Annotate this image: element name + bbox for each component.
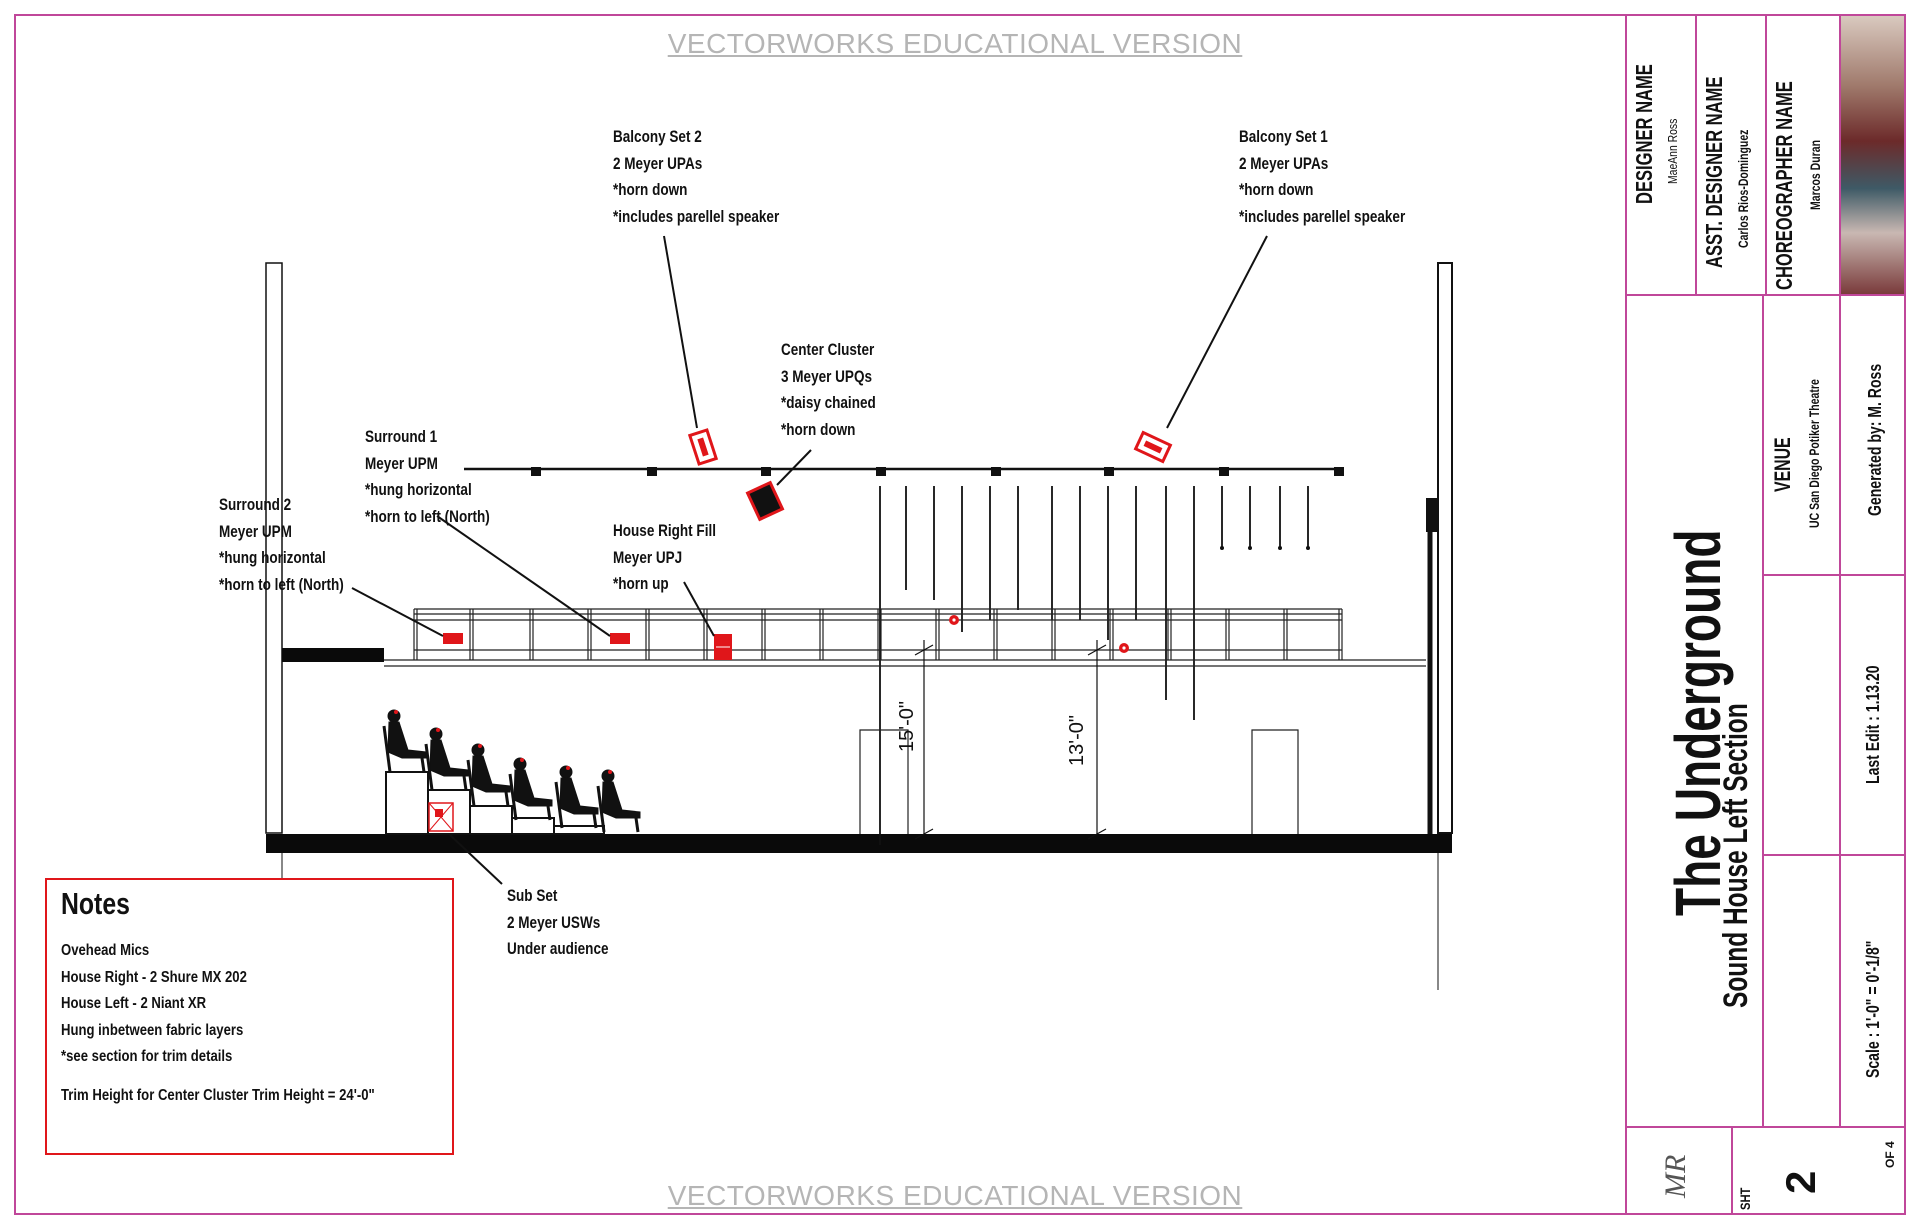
callout-line: *hung horizontal (219, 549, 326, 567)
callout-line: Meyer UPJ (613, 548, 683, 567)
notes-trim-height: Trim Height for Center Cluster Trim Heig… (61, 1087, 375, 1104)
notes-lines: Ovehead Mics House Right - 2 Shure MX 20… (61, 938, 247, 1071)
audience-figures (382, 709, 641, 833)
notes-line: *see section for trim details (61, 1048, 233, 1065)
right-wall-block (1426, 498, 1438, 532)
designer-monogram: MR (1659, 1154, 1692, 1198)
sheet-number-cell: SHT 2 OF 4 (1731, 1126, 1906, 1215)
speaker-balcony-set-2 (687, 428, 719, 466)
floor-slab (266, 834, 1452, 853)
generated-by: Generated by: M. Ross (1865, 363, 1885, 516)
sheet-total: OF 4 (1883, 1141, 1897, 1168)
callout-balcony-set-2: Balcony Set 2 2 Meyer UPAs *horn down *i… (613, 124, 779, 230)
asst-designer-label: ASST. DESIGNER NAME (1701, 76, 1727, 268)
scale-cell: Scale : 1'-0" = 0'-1/8" (1839, 854, 1906, 1128)
callout-line: Surround 2 (219, 496, 292, 514)
callout-balcony-set-1: Balcony Set 1 2 Meyer UPAs *horn down *i… (1239, 124, 1405, 230)
sub-speaker (428, 802, 454, 832)
callout-line: Balcony Set 1 (1239, 128, 1328, 146)
callout-line: *horn down (1239, 181, 1314, 199)
callout-line: 3 Meyer UPQs (781, 367, 873, 386)
designer-name: MaeAnn Ross (1665, 118, 1680, 184)
callout-line: *horn up (613, 575, 669, 593)
choreographer-label: CHOREOGRAPHER NAME (1771, 81, 1797, 291)
callout-line: *horn to left (North) (365, 507, 490, 526)
callout-line: *hung horizontal (365, 481, 472, 499)
callout-line: House Right Fill (613, 522, 716, 540)
scale: Scale : 1'-0" = 0'-1/8" (1863, 940, 1883, 1078)
dimension-label-13ft: 13'-0" (1066, 715, 1088, 766)
last-edit-cell: Last Edit : 1.13.20 (1839, 574, 1906, 856)
speaker-surround-2 (443, 633, 463, 644)
scale-spacer-cell (1762, 854, 1841, 1128)
venue-label: VENUE (1770, 437, 1795, 492)
hanging-pipes (879, 486, 1309, 845)
callout-line: *horn down (781, 420, 856, 439)
callout-line: *horn to left (North) (219, 575, 344, 594)
callout-sub-set: Sub Set 2 Meyer USWs Under audience (507, 883, 609, 963)
left-wall (265, 262, 283, 834)
right-wall (1437, 262, 1453, 834)
watermark-top: VECTORWORKS EDUCATIONAL VERSION (667, 28, 1243, 59)
callout-line: Meyer UPM (219, 522, 292, 541)
notes-line: Hung inbetween fabric layers (61, 1021, 244, 1039)
left-ledge (282, 648, 384, 662)
callout-line: *includes parellel speaker (613, 207, 780, 226)
generated-by-cell: Generated by: M. Ross (1839, 294, 1906, 576)
figure-head-markers (394, 710, 612, 774)
dimension-lines (914, 640, 1107, 840)
callout-line: Center Cluster (781, 341, 875, 359)
callout-line: *horn down (613, 181, 688, 199)
sheet-title: Sound House Left Section (1717, 703, 1755, 1008)
speaker-house-right-fill (714, 634, 732, 660)
callout-line: 2 Meyer UPAs (613, 154, 703, 173)
monogram-cell: MR (1625, 1126, 1733, 1215)
show-title-cell: The Underground Sound House Left Section (1625, 294, 1764, 1128)
mic-markers (949, 615, 1129, 653)
speaker-balcony-set-1 (1133, 430, 1173, 464)
callout-line: Under audience (507, 940, 609, 958)
asst-designer-cell: ASST. DESIGNER NAME Carlos Rios-Domingue… (1695, 14, 1767, 296)
callout-house-right-fill: House Right Fill Meyer UPJ *horn up (613, 518, 716, 598)
watermark-bottom: VECTORWORKS EDUCATIONAL VERSION (667, 1180, 1243, 1211)
asst-designer-name: Carlos Rios-Dominguez (1735, 129, 1751, 248)
audience-risers (385, 771, 605, 835)
doors (859, 729, 1299, 834)
callout-surround-2: Surround 2 Meyer UPM *hung horizontal *h… (219, 492, 344, 598)
choreographer-name: Marcos Duran (1807, 139, 1823, 210)
show-artwork-thumbnail (1839, 14, 1906, 296)
callout-line: 2 Meyer UPAs (1239, 154, 1329, 173)
designer-label: DESIGNER NAME (1631, 64, 1657, 204)
choreographer-cell: CHOREOGRAPHER NAME Marcos Duran (1765, 14, 1841, 296)
notes-line: House Left - 2 Niant XR (61, 995, 207, 1012)
venue-name: UC San Diego Potiker Theatre (1806, 379, 1822, 528)
leader-lines (351, 235, 1268, 885)
callout-line: Meyer UPM (365, 454, 438, 473)
last-edit: Last Edit : 1.13.20 (1863, 665, 1883, 784)
venue-cell: VENUE UC San Diego Potiker Theatre (1762, 294, 1841, 576)
sheet-label: SHT (1737, 1187, 1753, 1210)
notes-box: Notes Ovehead Mics House Right - 2 Shure… (45, 878, 454, 1155)
callout-center-cluster: Center Cluster 3 Meyer UPQs *daisy chain… (781, 337, 876, 443)
sheet-number: 2 (1777, 1170, 1824, 1194)
last-edit-upper-cell (1762, 574, 1841, 856)
callout-line: *includes parellel speaker (1239, 207, 1406, 226)
notes-title: Notes (61, 886, 130, 921)
designer-cell: DESIGNER NAME MaeAnn Ross (1625, 14, 1697, 296)
balcony-rail (384, 608, 1426, 667)
callout-line: Balcony Set 2 (613, 128, 702, 146)
callout-surround-1: Surround 1 Meyer UPM *hung horizontal *h… (365, 424, 490, 530)
notes-line: House Right - 2 Shure MX 202 (61, 968, 247, 986)
notes-line: Ovehead Mics (61, 942, 150, 959)
callout-line: Sub Set (507, 887, 558, 905)
dimension-label-15ft: 15'-0" (896, 701, 918, 752)
speaker-center-cluster (745, 480, 785, 522)
callout-line: Surround 1 (365, 428, 438, 446)
speaker-surround-1 (610, 633, 630, 644)
callout-line: *daisy chained (781, 394, 876, 412)
callout-line: 2 Meyer USWs (507, 913, 601, 932)
